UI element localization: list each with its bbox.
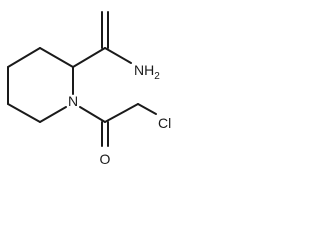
amide-n-subscript: 2: [154, 71, 160, 82]
bond-cacyl-ch2: [104, 103, 139, 123]
bond-c6-n1: [39, 106, 67, 123]
structure-diagram: NH2 N O Cl: [0, 0, 188, 178]
bond-camide-n: [104, 47, 132, 64]
amide-n-text: NH: [134, 62, 154, 78]
carbonyl-o-label: O: [100, 151, 111, 167]
bond-c2-c3: [39, 47, 74, 68]
bond-c3-c4: [7, 47, 41, 68]
ring-n-label: N: [68, 93, 78, 109]
bond-c5-c6: [7, 103, 41, 123]
amide-nh2-label: NH2: [134, 62, 160, 82]
chlorine-label: Cl: [158, 115, 171, 131]
bond-ch2-cl: [137, 103, 157, 115]
bond-n1-cacyl: [79, 106, 106, 123]
molecule-svg: NH2 N O Cl: [7, 11, 171, 167]
bond-c2-camide: [72, 47, 106, 68]
